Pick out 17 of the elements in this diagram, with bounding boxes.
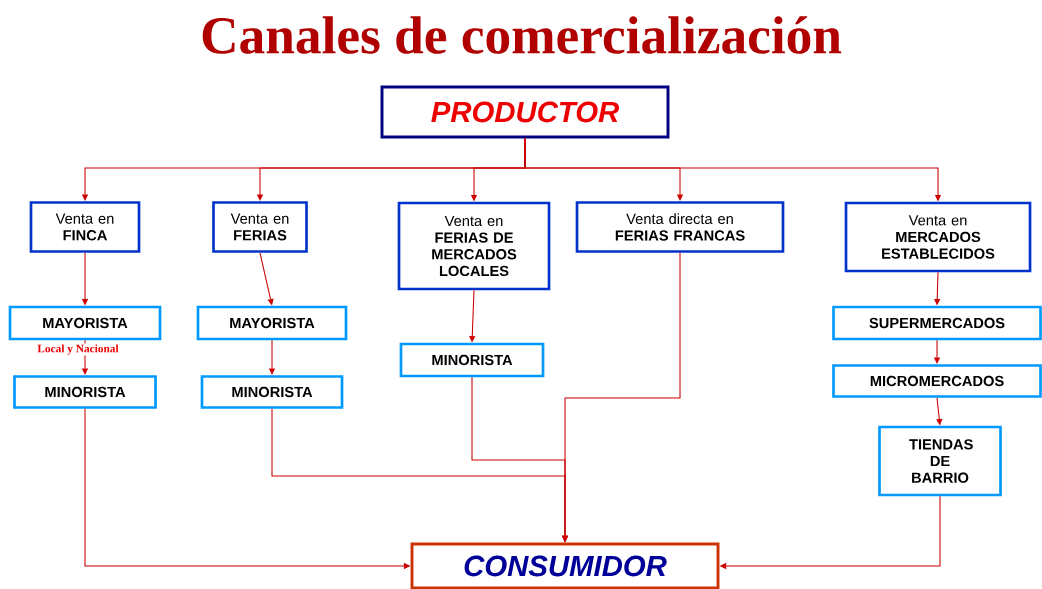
process-box: Venta en MERCADOS ESTABLECIDOS bbox=[844, 201, 1032, 273]
side-label: Local y Nacional bbox=[36, 343, 120, 356]
process-box: CONSUMIDOR bbox=[410, 542, 720, 589]
process-box: TIENDAS DE BARRIO bbox=[878, 425, 1002, 497]
process-box: MICROMERCADOS bbox=[832, 364, 1042, 398]
process-box: MINORISTA bbox=[13, 375, 157, 409]
process-box: Venta en FERIAS bbox=[212, 201, 308, 253]
title: Canales de comercialización bbox=[202, 16, 842, 54]
process-box: Venta en FINCA bbox=[29, 201, 141, 253]
process-box: Venta en FERIAS DE MERCADOS LOCALES bbox=[397, 201, 551, 291]
process-box: MAYORISTA bbox=[196, 305, 348, 341]
process-box: PRODUCTOR bbox=[380, 85, 670, 139]
process-box: SUPERMERCADOS bbox=[832, 305, 1042, 341]
process-box: MINORISTA bbox=[200, 375, 344, 409]
process-box: Venta directa en FERIAS FRANCAS bbox=[575, 201, 785, 253]
process-box: MAYORISTA bbox=[8, 305, 162, 341]
process-box: MINORISTA bbox=[399, 342, 545, 378]
